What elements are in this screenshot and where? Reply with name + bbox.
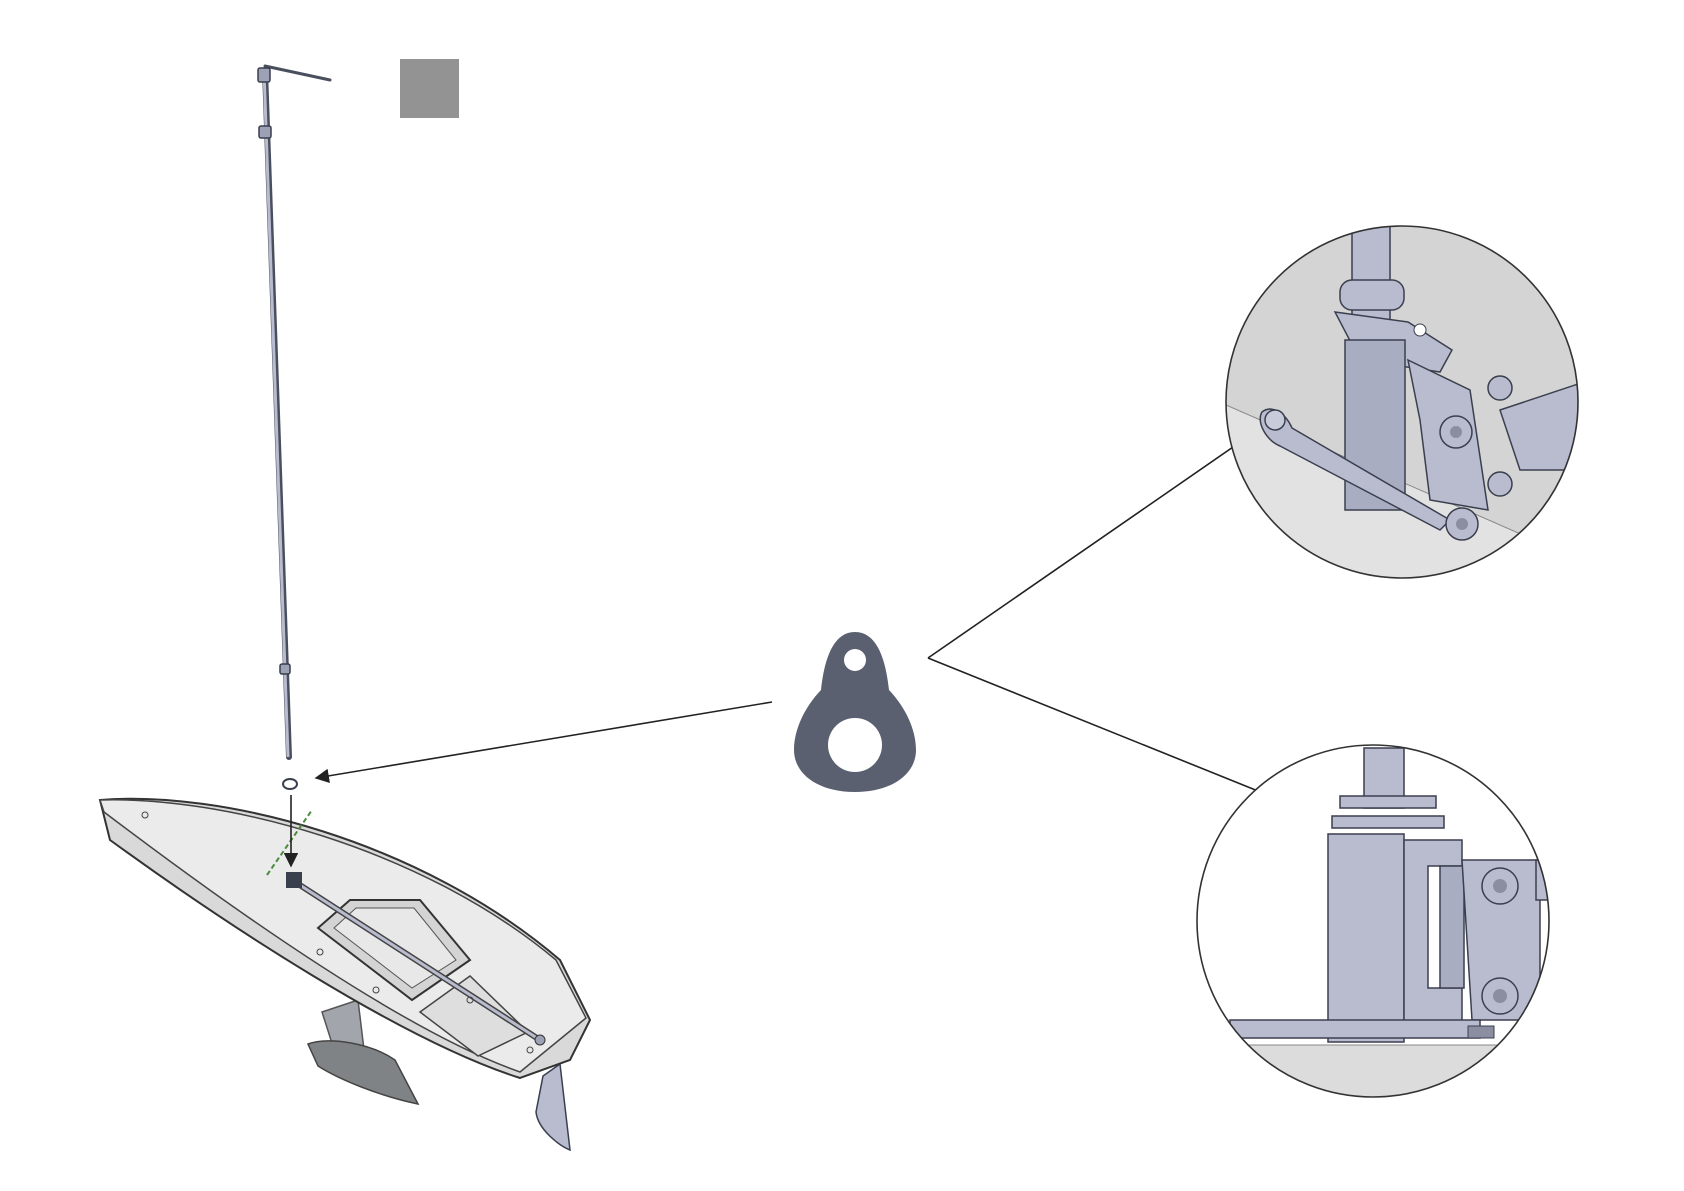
detail-view-top <box>1226 220 1590 600</box>
leader-to-small-washer <box>316 702 772 778</box>
rudder <box>536 1064 570 1150</box>
mast <box>258 66 330 757</box>
detail-view-bottom <box>1197 745 1566 1105</box>
small-washer <box>283 779 297 789</box>
washer <box>794 632 916 792</box>
